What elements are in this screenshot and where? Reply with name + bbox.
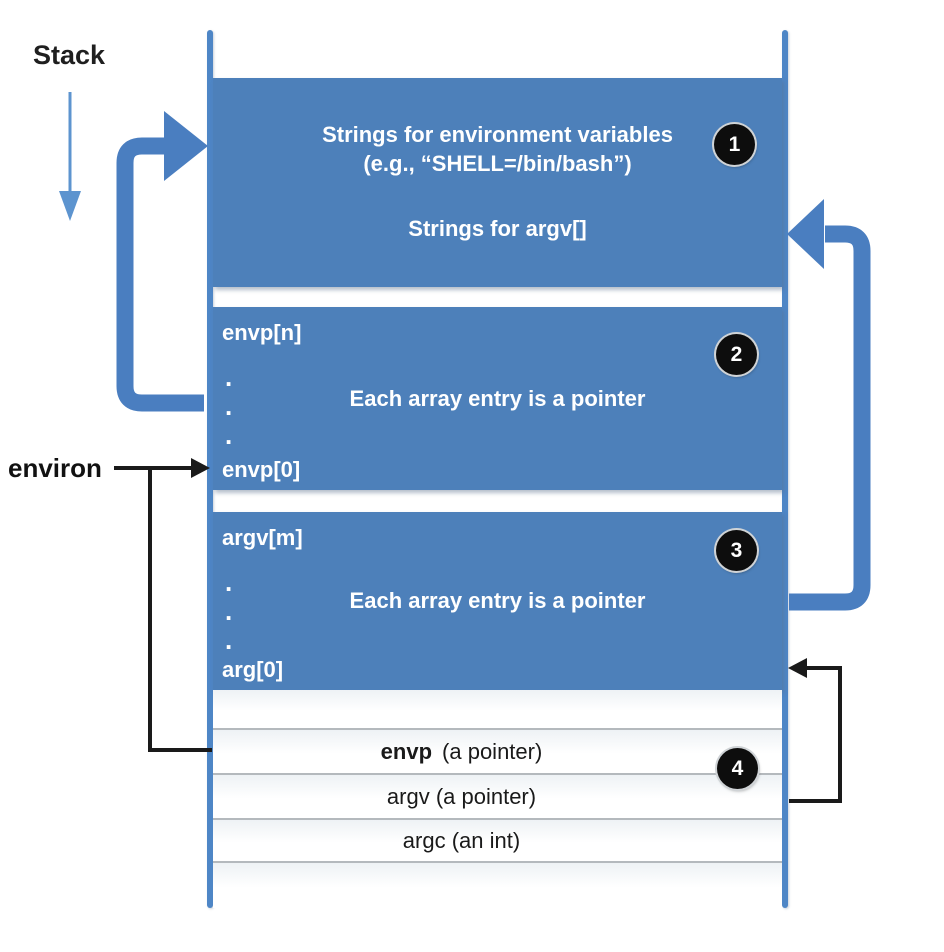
envp-ellipsis-dots: . . .: [225, 363, 232, 450]
envp-array-box: envp[n] . . . envp[0] Each array entry i…: [213, 307, 782, 490]
strings-env-line: Strings for environment variables: [322, 122, 673, 147]
badge-1: 1: [714, 124, 755, 165]
envp-n-label: envp[n]: [222, 320, 302, 345]
environ-pointer-arrow: [114, 458, 212, 752]
frame-rows: envp (a pointer) argv (a pointer) argc (…: [213, 690, 782, 908]
arg-0-label: arg[0]: [222, 657, 284, 682]
envp-pointer-row: envp (a pointer): [213, 730, 782, 775]
envp-0-label: envp[0]: [222, 457, 301, 482]
environ-label: environ: [8, 453, 102, 483]
stack-title: Stack: [33, 40, 106, 70]
badge-2: 2: [716, 334, 757, 375]
argv-ellipsis-dots: . . .: [225, 568, 232, 655]
dot-icon: .: [225, 625, 233, 655]
empty-row: [213, 863, 782, 908]
strings-region-box: Strings for environment variables (e.g.,…: [213, 78, 782, 287]
badge-3: 3: [716, 530, 757, 571]
argv-to-arg0-arrow: [788, 658, 842, 803]
strings-env-example: (e.g., “SHELL=/bin/bash”): [363, 151, 632, 176]
dot-icon: .: [225, 391, 233, 421]
dot-icon: .: [225, 362, 233, 392]
strings-argv-line: Strings for argv[]: [408, 216, 587, 241]
dot-icon: .: [225, 420, 233, 450]
right-loop-arrow: [787, 199, 871, 611]
envp-pointer-desc: (a pointer): [442, 738, 543, 764]
stack-right-boundary-line: [782, 30, 788, 908]
left-loop-arrow: [116, 111, 208, 412]
dot-icon: .: [225, 567, 233, 597]
empty-row: [213, 690, 782, 730]
envp-pointer-name: envp: [380, 738, 433, 764]
badge-4: 4: [717, 748, 758, 789]
argv-m-label: argv[m]: [222, 525, 303, 550]
argv-array-box: argv[m] . . . arg[0] Each array entry is…: [213, 512, 782, 690]
dot-icon: .: [225, 596, 233, 626]
argc-row: argc (an int): [213, 820, 782, 863]
envp-connector-line: [148, 468, 212, 752]
argv-pointer-row: argv (a pointer): [213, 775, 782, 820]
stack-direction-arrow: [59, 92, 81, 221]
envp-array-note: Each array entry is a pointer: [349, 385, 646, 411]
argv-array-note: Each array entry is a pointer: [349, 588, 646, 613]
